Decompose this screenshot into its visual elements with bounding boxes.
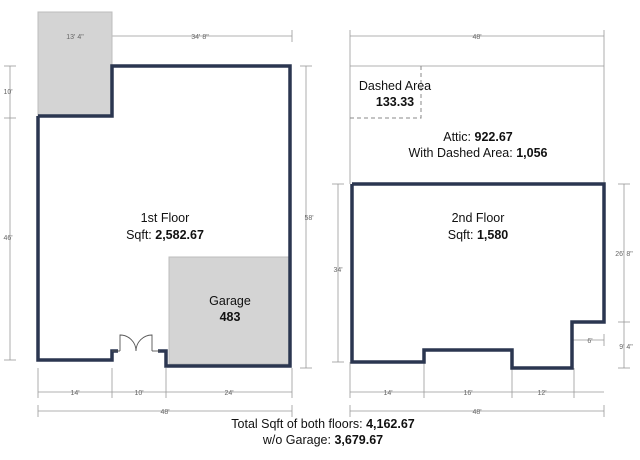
first-floor-sqft-label: Sqft:: [126, 228, 155, 242]
total-both-value: 4,162.67: [366, 417, 415, 431]
dashed-area-outline: [350, 66, 422, 119]
total-both-floors: Total Sqft of both floors: 4,162.67: [231, 417, 415, 431]
without-garage-value: 3,679.67: [334, 433, 383, 447]
first-floor-dimension-lines: [4, 30, 312, 417]
second-floor-plan: 48' 26' 8" 34' 6' 9' 4" 14' 16' 12' 48' …: [332, 30, 633, 417]
dim2-top-width: 48': [472, 34, 481, 41]
second-floor-sqft-label: Sqft:: [448, 228, 477, 242]
second-floor-sqft: Sqft: 1,580: [448, 228, 509, 242]
dim-bottom-seg3: 24': [224, 390, 233, 397]
dim-bottom-seg2: 10': [134, 390, 143, 397]
dim2-bottom-seg3: 12': [537, 390, 546, 397]
attic-label: Attic:: [443, 130, 474, 144]
dim-right-height: 58': [304, 215, 313, 222]
dim-left-upper-height: 10': [3, 89, 12, 96]
dim2-bottom-total: 48': [472, 409, 481, 416]
dim2-bottom-seg2: 16': [463, 390, 472, 397]
first-floor-plan: 13' 4" 34' 8" 10' 46' 58' 14' 10' 24' 48…: [3, 11, 314, 417]
dim2-bottom-seg1: 14': [383, 390, 392, 397]
first-floor-sqft: Sqft: 2,582.67: [126, 228, 204, 242]
with-dashed-value: 1,056: [516, 146, 547, 160]
entry-door-icon: [112, 334, 160, 352]
first-floor-title: 1st Floor: [141, 211, 190, 225]
garage-area: [168, 256, 291, 365]
garage-value: 483: [220, 310, 241, 324]
dim-left-height: 46': [3, 235, 12, 242]
with-dashed-label: With Dashed Area:: [409, 146, 517, 160]
dashed-area-value: 133.33: [376, 95, 414, 109]
total-without-garage: w/o Garage: 3,679.67: [262, 433, 383, 447]
dashed-area-title: Dashed Area: [359, 79, 431, 93]
dim2-notch-height: 9' 4": [619, 344, 633, 351]
dim2-right-height: 26' 8": [615, 251, 633, 258]
dim-bottom-total: 48': [160, 409, 169, 416]
garage-title: Garage: [209, 294, 251, 308]
dim-bottom-seg1: 14': [70, 390, 79, 397]
dim-top-left-width: 13' 4": [66, 34, 84, 41]
first-floor-sqft-value: 2,582.67: [155, 228, 204, 242]
second-floor-title: 2nd Floor: [452, 211, 505, 225]
total-both-label: Total Sqft of both floors:: [231, 417, 366, 431]
upper-left-area: [37, 11, 113, 117]
attic-with-dashed-area: With Dashed Area: 1,056: [409, 146, 548, 160]
second-floor-walls: [350, 182, 606, 370]
dim2-left-height: 34': [333, 267, 342, 274]
without-garage-label: w/o Garage:: [262, 433, 335, 447]
second-floor-dimension-lines: [332, 30, 630, 417]
second-floor-sqft-value: 1,580: [477, 228, 508, 242]
attic-area: Attic: 922.67: [443, 130, 513, 144]
attic-value: 922.67: [475, 130, 513, 144]
dim-top-width: 34' 8": [191, 34, 209, 41]
dim2-notch-width: 6': [587, 338, 592, 345]
